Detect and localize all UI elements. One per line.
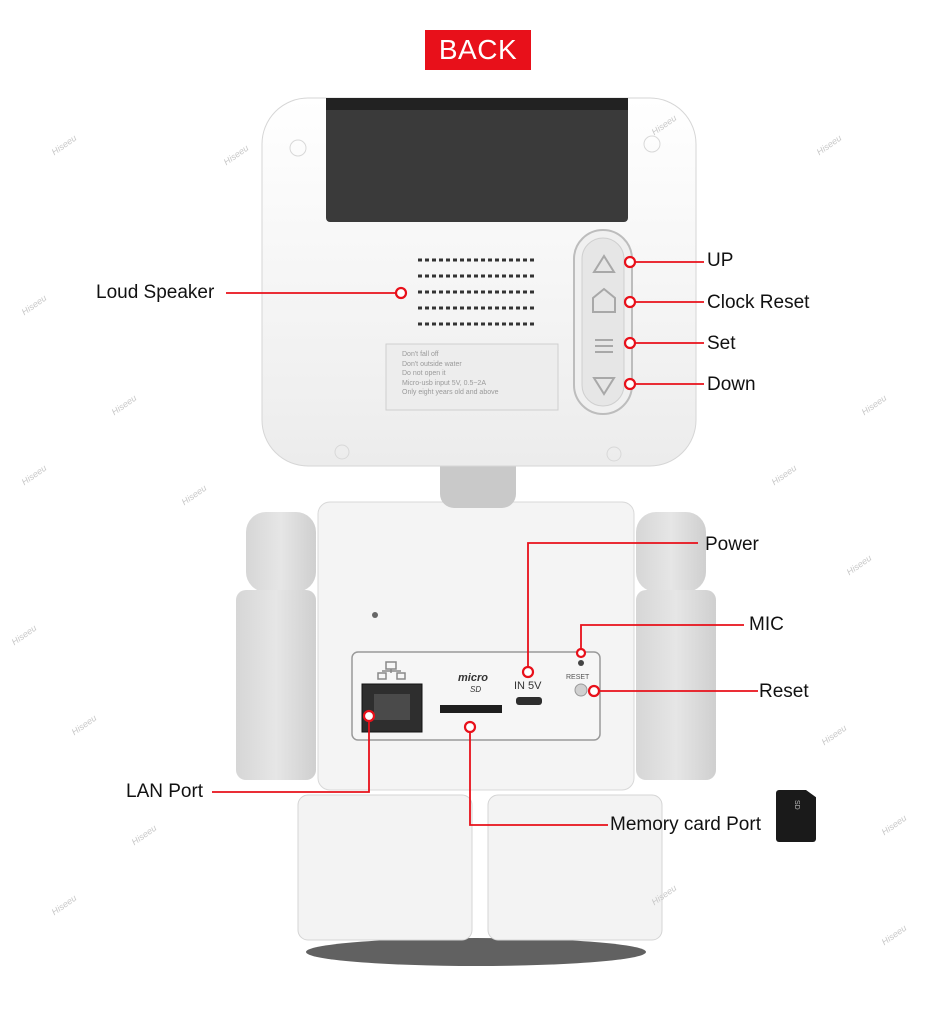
callout-dots	[362, 255, 637, 734]
left-leg	[297, 794, 473, 941]
mic-hole	[578, 660, 584, 666]
right-lower-arm	[636, 590, 716, 780]
sticker-line: Don't outside water	[402, 360, 462, 368]
port-micro-label: micro	[458, 672, 488, 684]
label-up: UP	[707, 250, 734, 271]
right-leg	[487, 794, 663, 941]
callout-lines	[212, 261, 758, 826]
floor-shadow	[306, 938, 646, 966]
sd-slot-shape	[440, 705, 502, 713]
label-power: Power	[705, 534, 759, 555]
sticker-line: Only eight years old and above	[402, 389, 499, 396]
label-set: Set	[707, 333, 736, 354]
warning-sticker-text: Don't fall off Don't outside water Do no…	[402, 350, 499, 398]
left-lower-arm	[236, 590, 316, 780]
label-lan-port: LAN Port	[126, 781, 204, 802]
sticker-line: Micro-usb input 5V, 0.5~2A	[402, 379, 486, 387]
reset-button-shape	[574, 683, 588, 697]
title-badge: BACK	[425, 30, 531, 70]
right-upper-arm	[636, 512, 706, 592]
micro-sd-card-icon: SD	[776, 790, 816, 842]
sd-card-text: SD	[793, 800, 800, 810]
warning-sticker	[385, 343, 559, 411]
label-memory-card-port: Memory card Port	[610, 814, 761, 835]
label-reset: Reset	[759, 681, 809, 702]
sticker-line: Don't fall off	[402, 351, 439, 358]
port-reset-label: RESET	[566, 674, 590, 681]
usb-port-shape	[516, 697, 542, 705]
label-down: Down	[707, 374, 756, 395]
port-power-label: IN 5V	[514, 680, 542, 692]
label-clock-reset: Clock Reset	[707, 292, 810, 313]
head-screen	[326, 98, 628, 222]
label-loud-speaker: Loud Speaker	[96, 282, 215, 303]
left-upper-arm	[246, 512, 316, 592]
port-sd-label: SD	[470, 685, 482, 694]
label-mic: MIC	[749, 614, 784, 635]
speaker-grill	[418, 258, 536, 326]
sticker-line: Do not open it	[402, 370, 446, 377]
torso	[317, 501, 635, 791]
